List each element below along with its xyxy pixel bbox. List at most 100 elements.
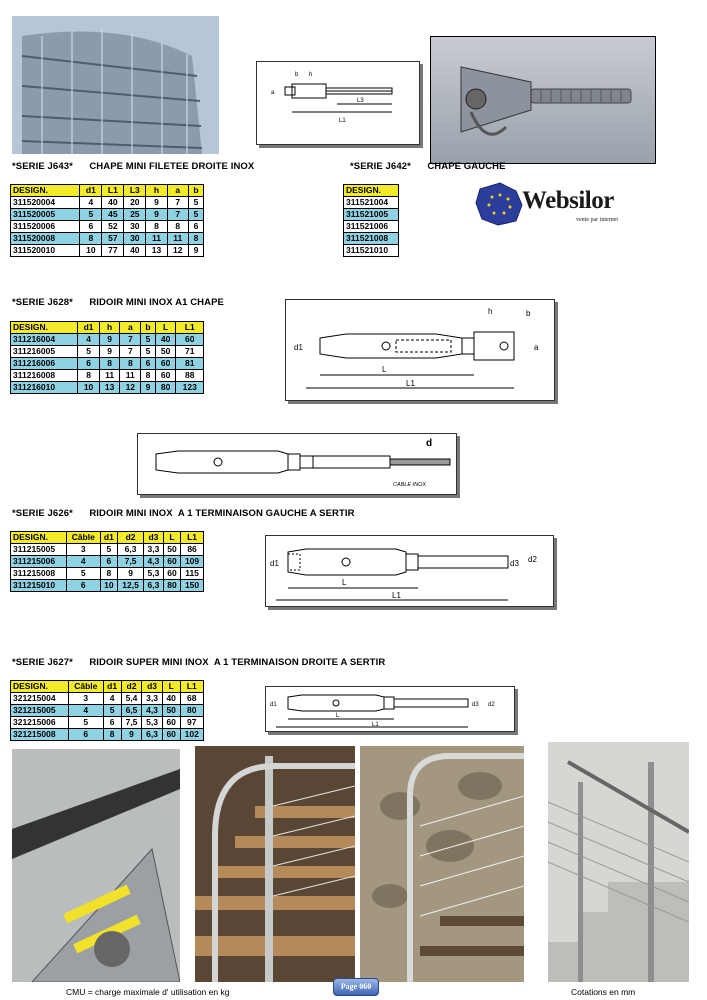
table-cell: 311216010 bbox=[9, 381, 79, 394]
table-cell: 60 bbox=[154, 357, 177, 370]
col-header: d1 bbox=[77, 321, 100, 334]
col-header: DESIGN. bbox=[9, 680, 70, 693]
table-cell: 311521005 bbox=[343, 208, 399, 221]
col-header: L bbox=[162, 531, 182, 544]
col-header: d1 bbox=[79, 184, 103, 197]
table-header-row: DESIGN. Câble d1 d2 d3 L L1 bbox=[9, 531, 204, 544]
table-cell: 7 bbox=[166, 196, 189, 209]
websilor-logo: Websilor vente par internet bbox=[472, 181, 642, 227]
table-cell: 6 bbox=[187, 220, 205, 233]
j628-drawing: L L1 d1 h b a bbox=[285, 299, 555, 401]
table-cell: 311216004 bbox=[9, 333, 79, 346]
table-cell: 12 bbox=[166, 244, 189, 257]
table-cell: 7 bbox=[119, 345, 142, 358]
table-cell: 7,5 bbox=[117, 555, 144, 568]
table-cell: 7 bbox=[166, 208, 189, 221]
table-cell: 115 bbox=[180, 567, 204, 580]
j626-title: *SERIE J626* RIDOIR MINI INOX A 1 TERMIN… bbox=[12, 508, 355, 519]
l1-label: L1 bbox=[406, 379, 415, 388]
table-cell: 40 bbox=[123, 244, 147, 257]
table-cell: 60 bbox=[161, 716, 181, 729]
units-note: Cotations en mm bbox=[571, 987, 636, 997]
table-cell: 9 bbox=[140, 381, 156, 394]
col-header: d3 bbox=[141, 680, 163, 693]
table-cell: 80 bbox=[179, 704, 205, 717]
table-cell: 45 bbox=[101, 208, 125, 221]
d2-label: d2 bbox=[528, 555, 537, 564]
table-cell: 11 bbox=[145, 232, 168, 245]
d2-label: d2 bbox=[488, 702, 495, 708]
table-cell: 60 bbox=[162, 555, 182, 568]
table-cell: 8 bbox=[99, 567, 119, 580]
cable-label: CABLE INOX bbox=[393, 482, 426, 488]
table-cell: 311215010 bbox=[9, 579, 68, 592]
table-cell: 10 bbox=[99, 579, 119, 592]
col-header: b bbox=[187, 184, 205, 197]
d1-label: d1 bbox=[294, 343, 303, 352]
table-cell: 7,5 bbox=[120, 716, 143, 729]
table-cell: 71 bbox=[175, 345, 204, 358]
page-number-badge: Page 060 bbox=[333, 978, 379, 996]
table-cell: 4 bbox=[79, 196, 103, 209]
table-cell: 10 bbox=[79, 244, 103, 257]
table-cell: 311216008 bbox=[9, 369, 79, 382]
table-cell: 5 bbox=[79, 208, 103, 221]
clevis-photo bbox=[430, 36, 656, 164]
table-cell: 4 bbox=[66, 555, 101, 568]
table-cell: 8 bbox=[102, 728, 122, 741]
table-cell: 60 bbox=[162, 567, 182, 580]
table-cell: 311520006 bbox=[9, 220, 81, 233]
table-cell: 3,3 bbox=[141, 692, 163, 705]
col-header: L1 bbox=[175, 321, 204, 334]
table-cell: 311520008 bbox=[9, 232, 81, 245]
table-cell: 311215008 bbox=[9, 567, 68, 580]
table-cell: 11 bbox=[166, 232, 189, 245]
d3-label: d3 bbox=[510, 559, 519, 568]
col-header: L3 bbox=[123, 184, 147, 197]
logo-tagline: vente par internet bbox=[576, 217, 618, 223]
table-cell: 311520010 bbox=[9, 244, 81, 257]
l-label: L bbox=[336, 713, 340, 719]
table-header-row: DESIGN. bbox=[343, 184, 399, 197]
table-cell: 9 bbox=[187, 244, 205, 257]
table-cell: 6 bbox=[99, 555, 119, 568]
col-header: L1 bbox=[179, 680, 205, 693]
staircase-photo-1 bbox=[12, 749, 180, 982]
table-cell: 9 bbox=[98, 333, 121, 346]
table-cell: 77 bbox=[101, 244, 125, 257]
j643-title: *SERIE J643* CHAPE MINI FILETEE DROITE I… bbox=[12, 161, 255, 172]
table-cell: 9 bbox=[145, 208, 168, 221]
table-cell: 3 bbox=[68, 692, 104, 705]
table-header-row: DESIGN. d1 h a b L L1 bbox=[9, 321, 204, 334]
table-cell: 5 bbox=[68, 716, 104, 729]
cmu-note: CMU = charge maximale d' utilisation en … bbox=[66, 987, 230, 997]
col-header: h bbox=[98, 321, 121, 334]
table-cell: 8 bbox=[79, 232, 103, 245]
table-cell: 311521010 bbox=[343, 244, 399, 257]
table-cell: 5 bbox=[77, 345, 100, 358]
table-cell: 10 bbox=[77, 381, 100, 394]
table-cell: 12,5 bbox=[117, 579, 144, 592]
table-cell: 50 bbox=[154, 345, 177, 358]
table-cell: 80 bbox=[154, 381, 177, 394]
table-cell: 11 bbox=[98, 369, 121, 382]
table-cell: 60 bbox=[161, 728, 181, 741]
col-header: b bbox=[140, 321, 156, 334]
table-cell: 6 bbox=[77, 357, 100, 370]
table-cell: 4,3 bbox=[141, 704, 163, 717]
l1-label: L1 bbox=[339, 118, 346, 124]
table-header-row: DESIGN. d1 L1 L3 h a b bbox=[9, 184, 205, 197]
col-header: DESIGN. bbox=[343, 184, 399, 197]
table-cell: 30 bbox=[123, 232, 147, 245]
staircase-photo-3 bbox=[360, 746, 524, 982]
col-header: d2 bbox=[117, 531, 144, 544]
table-cell: 12 bbox=[119, 381, 142, 394]
col-header: Câble bbox=[68, 680, 104, 693]
j626-cable-drawing: d CABLE INOX bbox=[137, 433, 457, 495]
table-cell: 3,3 bbox=[142, 543, 164, 556]
table-cell: 9 bbox=[98, 345, 121, 358]
